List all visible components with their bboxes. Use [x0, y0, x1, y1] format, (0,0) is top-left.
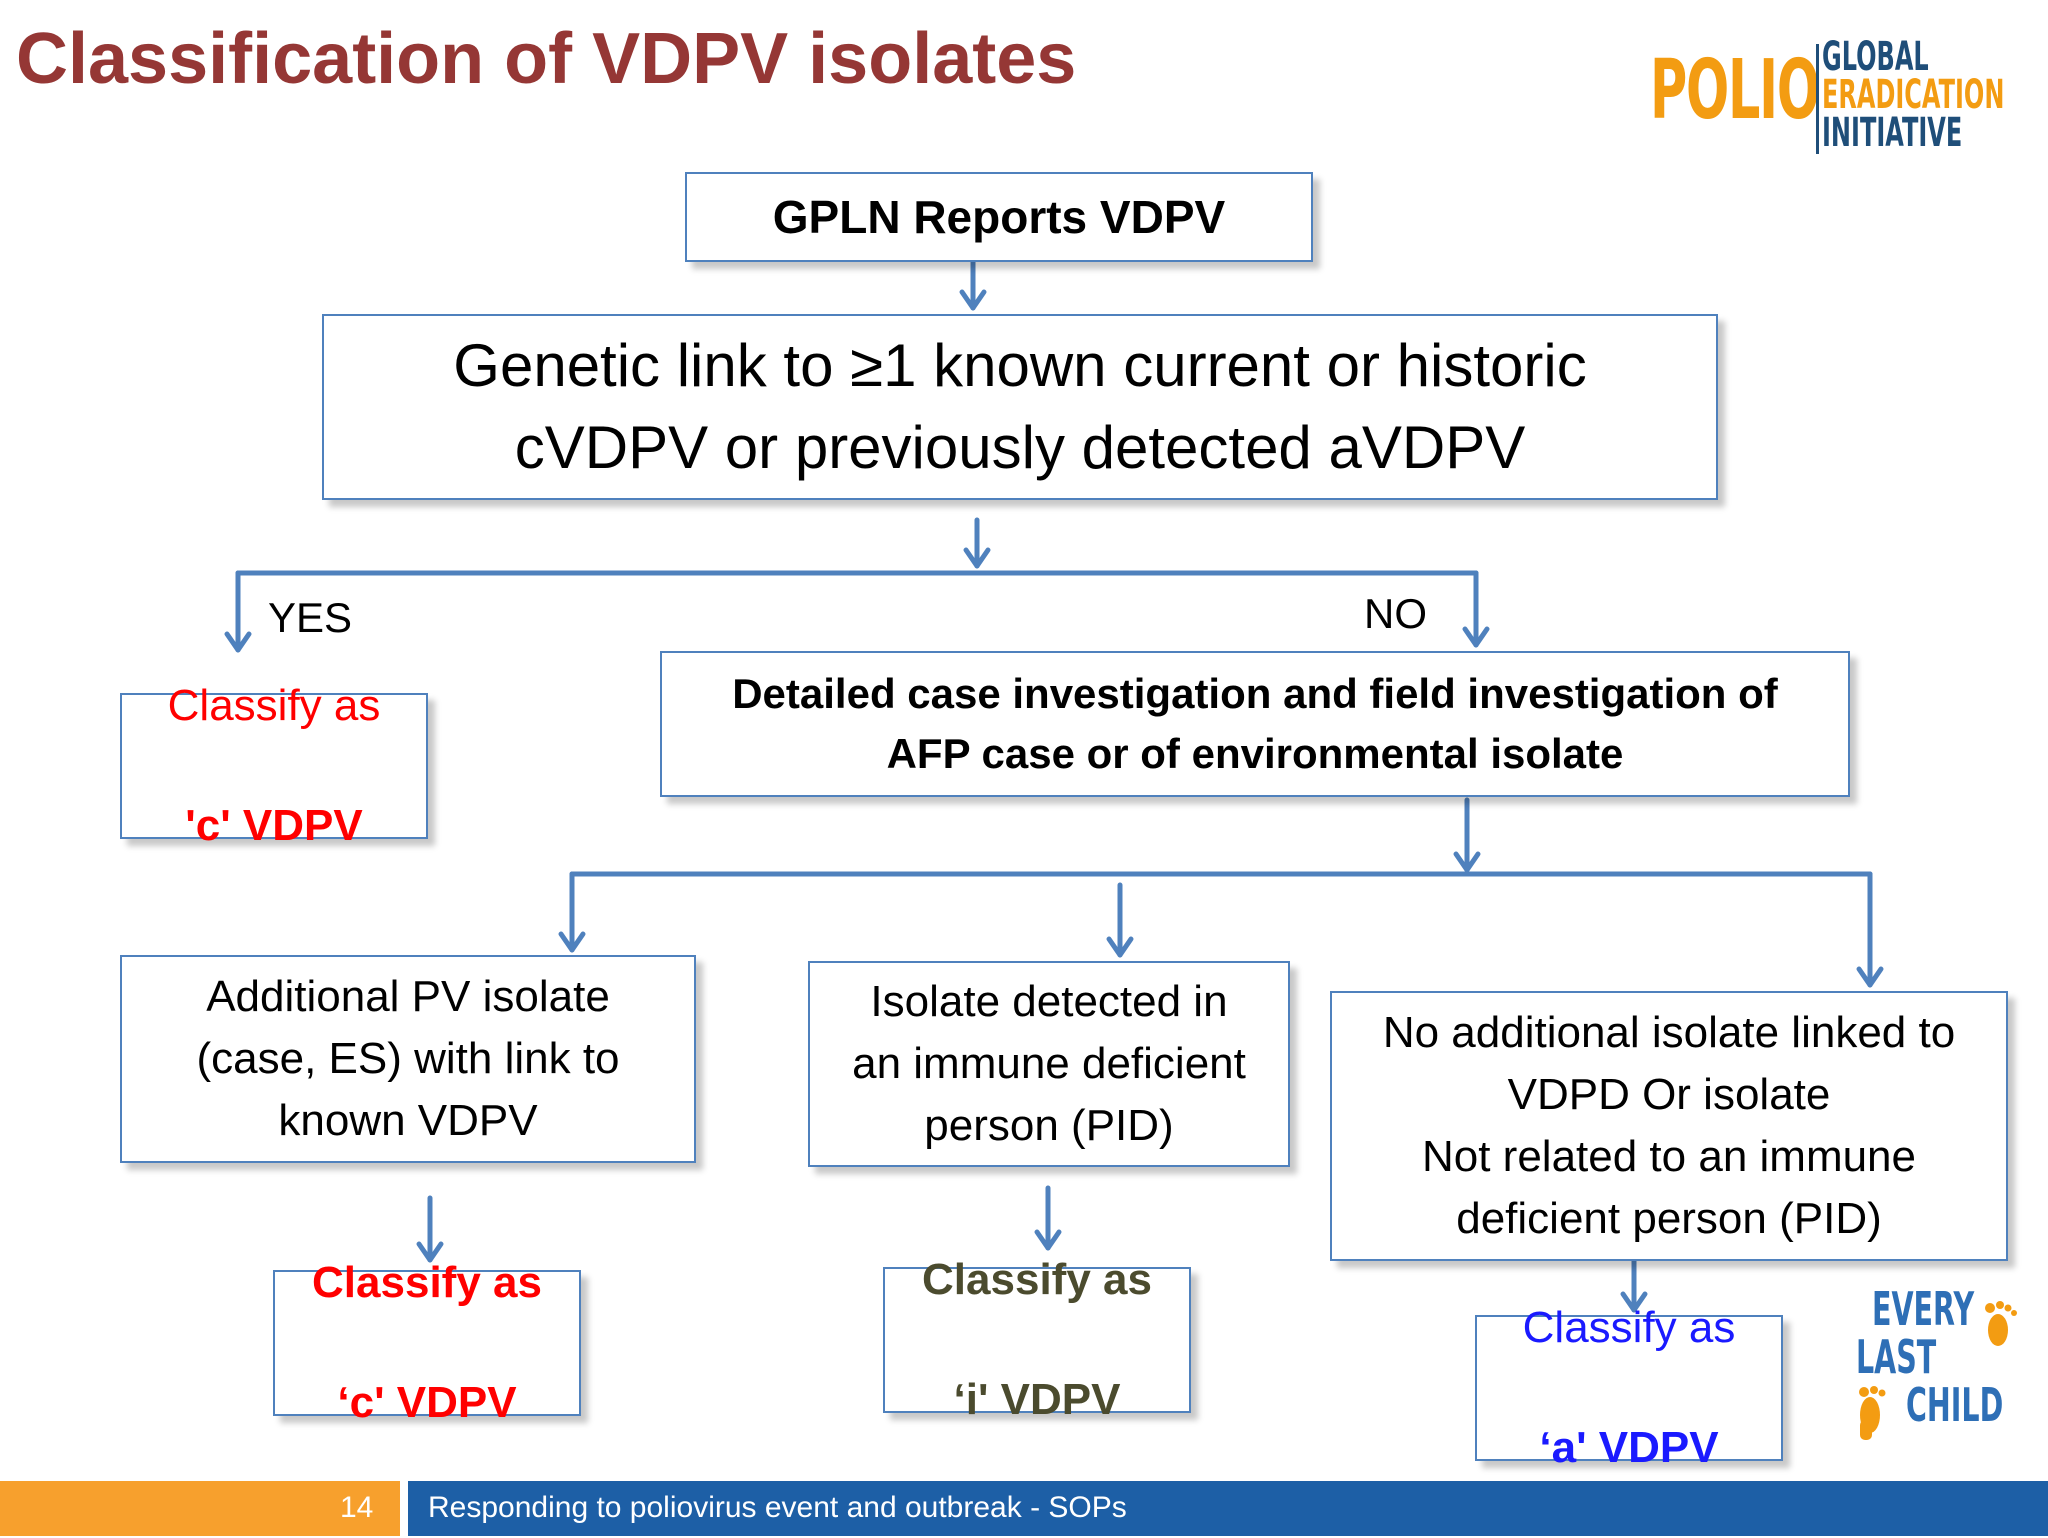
- every-last-child-logo: EVERY LAST CHILD: [1850, 1280, 2040, 1450]
- slide-footer: 14 Responding to poliovirus event and ou…: [0, 1481, 2048, 1536]
- elc-child-text: CHILD: [1906, 1378, 2004, 1432]
- logo-line-global: GLOBAL: [1822, 34, 1929, 80]
- gpln-reports-box: GPLN Reports VDPV: [685, 172, 1313, 262]
- classify-c-top-line2: 'c' VDPV: [185, 801, 363, 850]
- footer-gap: [400, 1481, 408, 1536]
- additional-isolate-box: Additional PV isolate (case, ES) with li…: [120, 955, 696, 1163]
- logo-polio-word: POLIO: [1650, 43, 1820, 138]
- additional-isolate-text: Additional PV isolate (case, ES) with li…: [196, 972, 620, 1145]
- logo-line-eradication: ERADICATION: [1822, 72, 2005, 118]
- logo-divider: [1816, 44, 1819, 154]
- classify-a-box: Classify as ‘a' VDPV: [1475, 1303, 1783, 1472]
- classify-c-top-box: Classify as 'c' VDPV: [120, 681, 428, 850]
- elc-every-text: EVERY: [1872, 1282, 1975, 1336]
- no-additional-isolate-box: No additional isolate linked to VDPD Or …: [1330, 991, 2008, 1261]
- polio-eradication-logo: POLIO GLOBAL ERADICATION INITIATIVE: [1650, 36, 2010, 156]
- classify-c-bottom-box: Classify as ‘c' VDPV: [273, 1258, 581, 1427]
- logo-text-lines: GLOBAL ERADICATION INITIATIVE: [1822, 34, 2048, 156]
- classify-c-bottom-line2: ‘c' VDPV: [337, 1378, 517, 1427]
- elc-last-text: LAST: [1856, 1330, 1937, 1384]
- classify-i-line2: ‘i' VDPV: [953, 1375, 1121, 1424]
- immune-deficient-text: Isolate detected in an immune deficient …: [852, 977, 1246, 1150]
- footprint-icon: [1859, 1301, 2017, 1440]
- slide-title: Classification of VDPV isolates: [16, 19, 1077, 99]
- classify-i-line1: Classify as: [922, 1255, 1152, 1304]
- yes-label: YES: [268, 594, 353, 641]
- footer-blue-bar: [408, 1481, 2048, 1536]
- detailed-investigation-text: Detailed case investigation and field in…: [732, 670, 1778, 777]
- genetic-link-text: Genetic link to ≥1 known current or hist…: [453, 332, 1587, 481]
- logo-line-initiative: INITIATIVE: [1822, 110, 1963, 156]
- classify-i-box: Classify as ‘i' VDPV: [883, 1255, 1191, 1424]
- genetic-link-box: Genetic link to ≥1 known current or hist…: [322, 314, 1718, 500]
- page-number: 14: [340, 1491, 374, 1524]
- gpln-reports-text: GPLN Reports VDPV: [772, 191, 1226, 243]
- no-additional-isolate-text: No additional isolate linked to VDPD Or …: [1382, 1008, 1956, 1243]
- classify-c-bottom-line1: Classify as: [312, 1258, 542, 1307]
- no-label: NO: [1364, 590, 1427, 637]
- footer-text: Responding to poliovirus event and outbr…: [428, 1491, 1127, 1524]
- classify-a-line1: Classify as: [1522, 1303, 1736, 1352]
- classify-c-top-line1: Classify as: [167, 681, 381, 730]
- footer-orange-bar: [0, 1481, 400, 1536]
- classify-a-line2: ‘a' VDPV: [1539, 1423, 1719, 1472]
- immune-deficient-box: Isolate detected in an immune deficient …: [808, 961, 1290, 1167]
- detailed-investigation-box: Detailed case investigation and field in…: [660, 651, 1850, 797]
